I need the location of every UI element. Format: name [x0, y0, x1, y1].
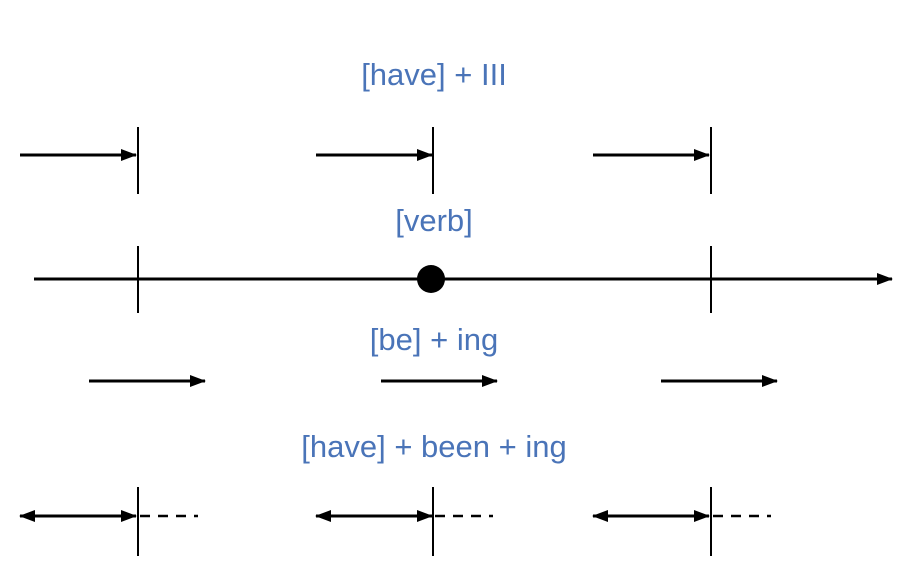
simple-label: [verb]: [395, 203, 473, 238]
perfect-continuous-row: [19, 487, 771, 556]
present-point: [417, 265, 445, 293]
simple-row: [34, 246, 893, 313]
perfect-row: [20, 127, 712, 194]
perfect-continuous-label: [have] + been + ing: [301, 429, 567, 464]
continuous-label: [be] + ing: [369, 322, 499, 357]
perfect-label: [have] + III: [361, 57, 507, 92]
